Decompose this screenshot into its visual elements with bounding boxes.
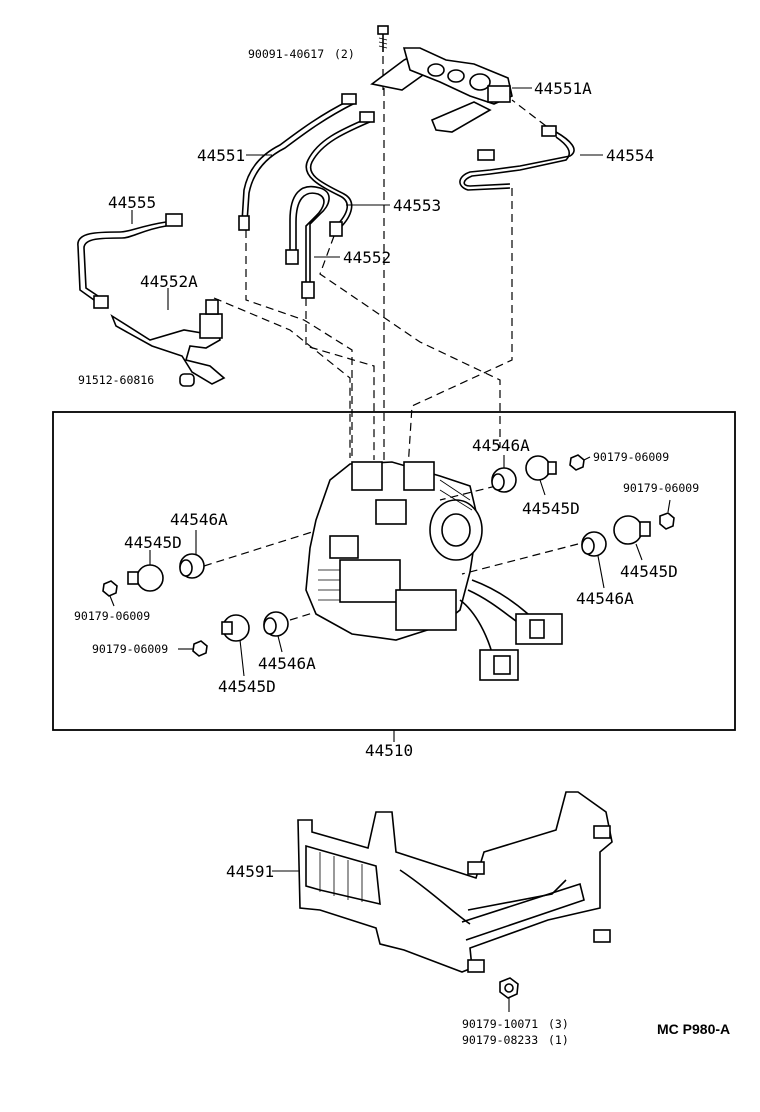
label-nut-top-r1: 90179-06009 bbox=[593, 450, 669, 464]
label-bolt-top-qty: (2) bbox=[334, 47, 355, 61]
nut-left-1 bbox=[102, 580, 118, 607]
nut-left-2 bbox=[178, 640, 208, 657]
label-bolt-top: 90091-40617 bbox=[248, 47, 324, 61]
label-nut-bottom1: 90179-10071 bbox=[462, 1017, 538, 1031]
label-nut-bottom2-qty: (1) bbox=[548, 1033, 569, 1047]
label-nut-bottom2: 90179-08233 bbox=[462, 1033, 538, 1047]
tube-44553 bbox=[305, 111, 390, 237]
bracket-44551A bbox=[370, 47, 532, 133]
nut-bottom bbox=[499, 977, 519, 1012]
label-44554: 44554 bbox=[606, 146, 654, 165]
label-44552A: 44552A bbox=[140, 272, 198, 291]
label-44545D-left: 44545D bbox=[124, 533, 182, 552]
mount-44545D-right bbox=[613, 515, 651, 561]
label-44555: 44555 bbox=[108, 193, 156, 212]
mount-44545D-bottom bbox=[221, 614, 250, 677]
label-nut-left2: 90179-06009 bbox=[92, 642, 168, 656]
nut-top-right-2 bbox=[659, 499, 675, 530]
label-44546A-top: 44546A bbox=[472, 436, 530, 455]
label-44546A-left: 44546A bbox=[170, 510, 228, 529]
tube-44555 bbox=[77, 210, 183, 309]
label-44546A-right: 44546A bbox=[576, 589, 634, 608]
mount-44546A-bottom bbox=[263, 611, 289, 653]
label-nut-bottom1-qty: (3) bbox=[548, 1017, 569, 1031]
label-44546A-bottom: 44546A bbox=[258, 654, 316, 673]
bracket-44591 bbox=[272, 791, 613, 973]
figure-code: MC P980-A bbox=[657, 1021, 730, 1037]
mount-44546A-top bbox=[491, 455, 517, 493]
label-44551: 44551 bbox=[197, 146, 245, 165]
tube-44554 bbox=[459, 99, 603, 191]
label-91512: 91512-60816 bbox=[78, 373, 154, 387]
label-44551A: 44551A bbox=[534, 79, 592, 98]
label-nut-top-r2: 90179-06009 bbox=[623, 481, 699, 495]
mount-44546A-left bbox=[179, 530, 205, 579]
actuator-body bbox=[305, 461, 563, 681]
label-44553: 44553 bbox=[393, 196, 441, 215]
bracket-44552A bbox=[110, 288, 226, 387]
mount-44545D-left bbox=[127, 550, 164, 592]
tube-44552 bbox=[285, 185, 340, 299]
mount-44545D-top bbox=[525, 455, 557, 496]
nut-top-right-1 bbox=[569, 454, 591, 471]
dash-mount-lines bbox=[203, 485, 579, 621]
label-44545D-right: 44545D bbox=[620, 562, 678, 581]
label-nut-left: 90179-06009 bbox=[74, 609, 150, 623]
label-44545D-bottom: 44545D bbox=[218, 677, 276, 696]
label-44510: 44510 bbox=[365, 741, 413, 760]
mount-44546A-right bbox=[581, 531, 607, 589]
label-44591: 44591 bbox=[226, 862, 274, 881]
label-44545D-top: 44545D bbox=[522, 499, 580, 518]
tube-44551 bbox=[238, 93, 357, 231]
label-44552: 44552 bbox=[343, 248, 391, 267]
connection-lines bbox=[213, 88, 513, 501]
